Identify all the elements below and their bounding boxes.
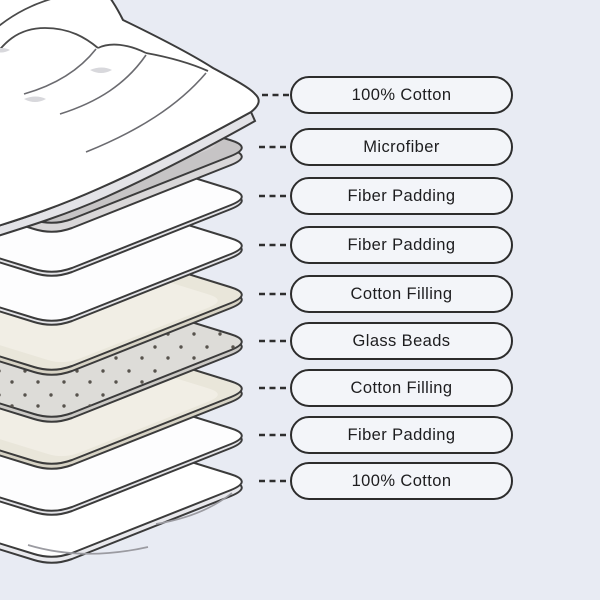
label-text: 100% Cotton	[351, 471, 452, 490]
label-text: Microfiber	[363, 137, 440, 156]
label-text: Glass Beads	[352, 331, 451, 350]
label-text: Fiber Padding	[347, 186, 456, 205]
label-pill-glass-beads: Glass Beads	[290, 322, 513, 360]
label-pill-top-cover: 100% Cotton	[290, 76, 513, 114]
label-pill-bottom-cover: 100% Cotton	[290, 462, 513, 500]
label-pill-fiber-padding-1: Fiber Padding	[290, 177, 513, 215]
label-text: Cotton Filling	[350, 378, 453, 397]
label-text: Cotton Filling	[350, 284, 453, 303]
label-pill-cotton-filling-1: Cotton Filling	[290, 275, 513, 313]
label-pill-fiber-padding-3: Fiber Padding	[290, 416, 513, 454]
label-text: 100% Cotton	[351, 85, 452, 104]
layer-top-cover-illustration	[0, 0, 260, 237]
connector-lines	[259, 93, 289, 483]
label-text: Fiber Padding	[347, 425, 456, 444]
label-pill-fiber-padding-2: Fiber Padding	[290, 226, 513, 264]
label-pill-cotton-filling-2: Cotton Filling	[290, 369, 513, 407]
label-pill-microfiber: Microfiber	[290, 128, 513, 166]
label-text: Fiber Padding	[347, 235, 456, 254]
